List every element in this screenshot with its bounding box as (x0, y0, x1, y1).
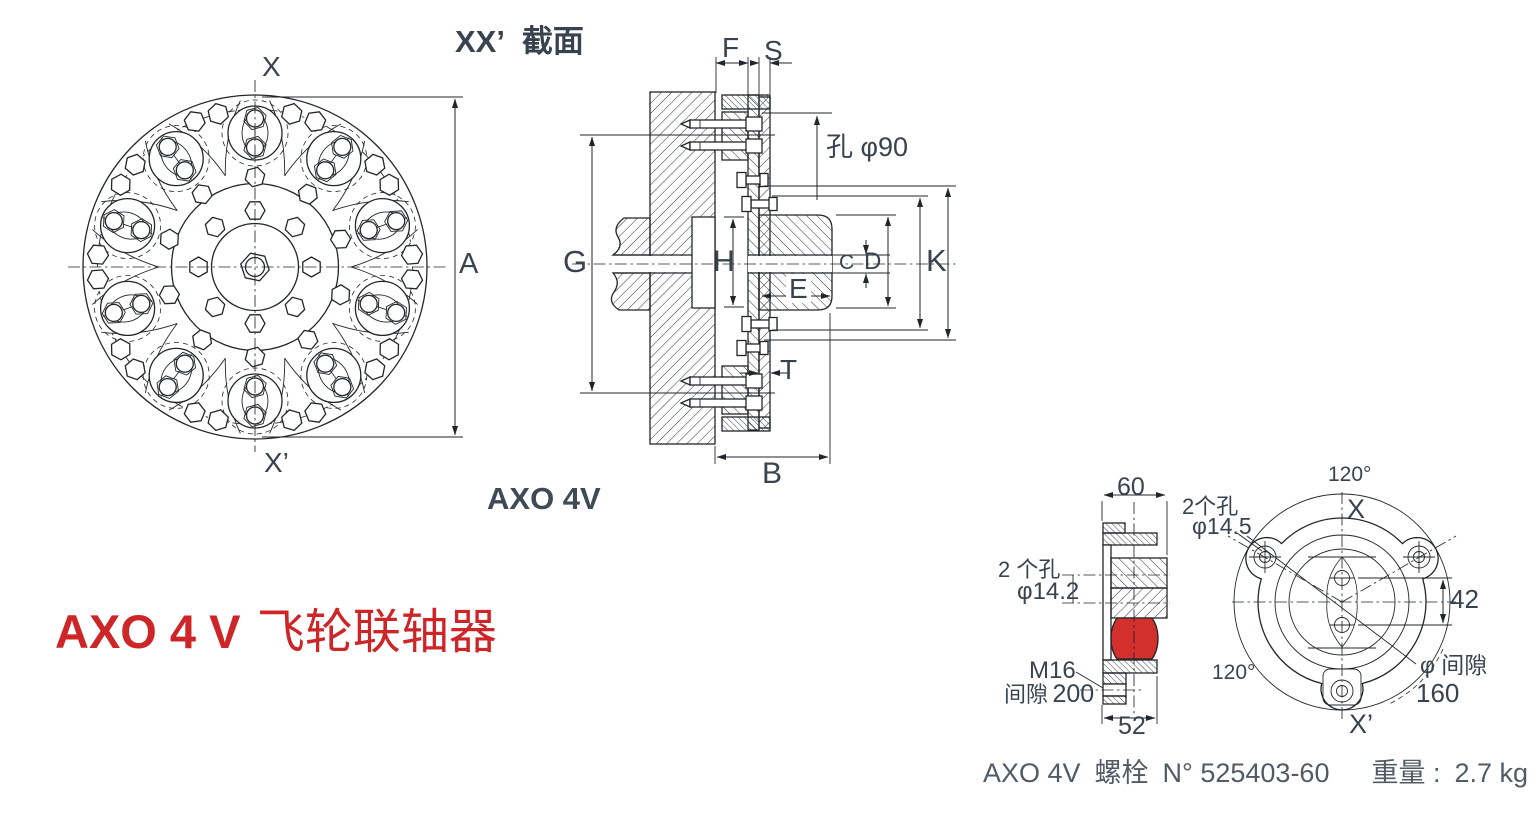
section-title-suffix: 截面 (521, 24, 584, 59)
section-title: XX’ 截面 (455, 24, 584, 59)
side-holes-note-l1: 2 个孔 (998, 557, 1061, 582)
dim-a-label: A (459, 248, 479, 280)
bf-holes-note-l1: 2个孔 (1182, 494, 1239, 519)
footer-product: AXO 4V (983, 758, 1081, 788)
side-dim-52: 52 (1118, 712, 1146, 740)
side-thread-note: M16 (1029, 657, 1076, 684)
footer-part-number: N° 525403-60 (1162, 758, 1330, 788)
section-view-drawing (572, 91, 958, 445)
footer-weight-label: 重量 : (1371, 758, 1441, 788)
front-axis-bottom-label: X’ (264, 447, 289, 478)
footer-bolt-label: 螺栓 (1094, 758, 1149, 788)
side-holes-note-l2: φ14.2 (1017, 578, 1080, 605)
flywheel-front-view (68, 80, 447, 452)
stud-bolts (679, 116, 763, 411)
front-view-dimension-a (262, 96, 463, 438)
product-title: AXO 4 V 飞轮联轴器 (55, 607, 497, 658)
bf-holes-note-l2: φ14.5 (1192, 513, 1252, 539)
bf-angle-top: 120° (1328, 463, 1372, 486)
footer-line: AXO 4V 螺栓 N° 525403-60 重量 : 2.7 kg (983, 751, 1528, 790)
dim-g-label: G (563, 244, 588, 279)
dim-k-label: K (926, 243, 947, 278)
product-name: AXO 4 V (55, 605, 241, 658)
footer-weight-value: 2.7 kg (1454, 758, 1529, 788)
bolt-front-view-drawing (1227, 492, 1457, 722)
bf-axis-bottom: X’ (1349, 709, 1374, 739)
bf-clearance-l2: 160 (1416, 678, 1460, 708)
bf-angle-left: 120° (1212, 661, 1256, 684)
side-clearance-label: 间隙 (1004, 682, 1049, 707)
dim-b-label: B (762, 457, 783, 490)
dim-f-label: F (722, 32, 740, 63)
side-clearance-note: 间隙 200 (1004, 681, 1094, 707)
hex-bolts (736, 171, 778, 357)
section-view-dimensions (580, 57, 956, 464)
hole-note-label: 孔 φ90 (826, 132, 909, 162)
bf-dim-42: 42 (1450, 584, 1479, 614)
dim-s-label: S (764, 35, 783, 66)
front-axis-top-label: X (262, 51, 281, 82)
dim-d-label: D (864, 248, 882, 275)
side-dim-60: 60 (1117, 473, 1145, 501)
dim-h-label: H (713, 245, 735, 278)
dim-e-label: E (786, 274, 811, 303)
front-view-caption: AXO 4V (487, 481, 601, 516)
bolt-side-view-drawing (1062, 491, 1170, 724)
section-title-axis: XX’ (455, 24, 504, 59)
product-descriptor: 飞轮联轴器 (256, 606, 497, 659)
bf-clearance-l1: φ 间隙 (1420, 652, 1488, 678)
dim-c-label: C (839, 251, 855, 274)
bf-axis-top: X (1347, 494, 1366, 524)
side-clearance-value: 200 (1052, 680, 1095, 708)
dim-t-label: T (780, 354, 798, 385)
